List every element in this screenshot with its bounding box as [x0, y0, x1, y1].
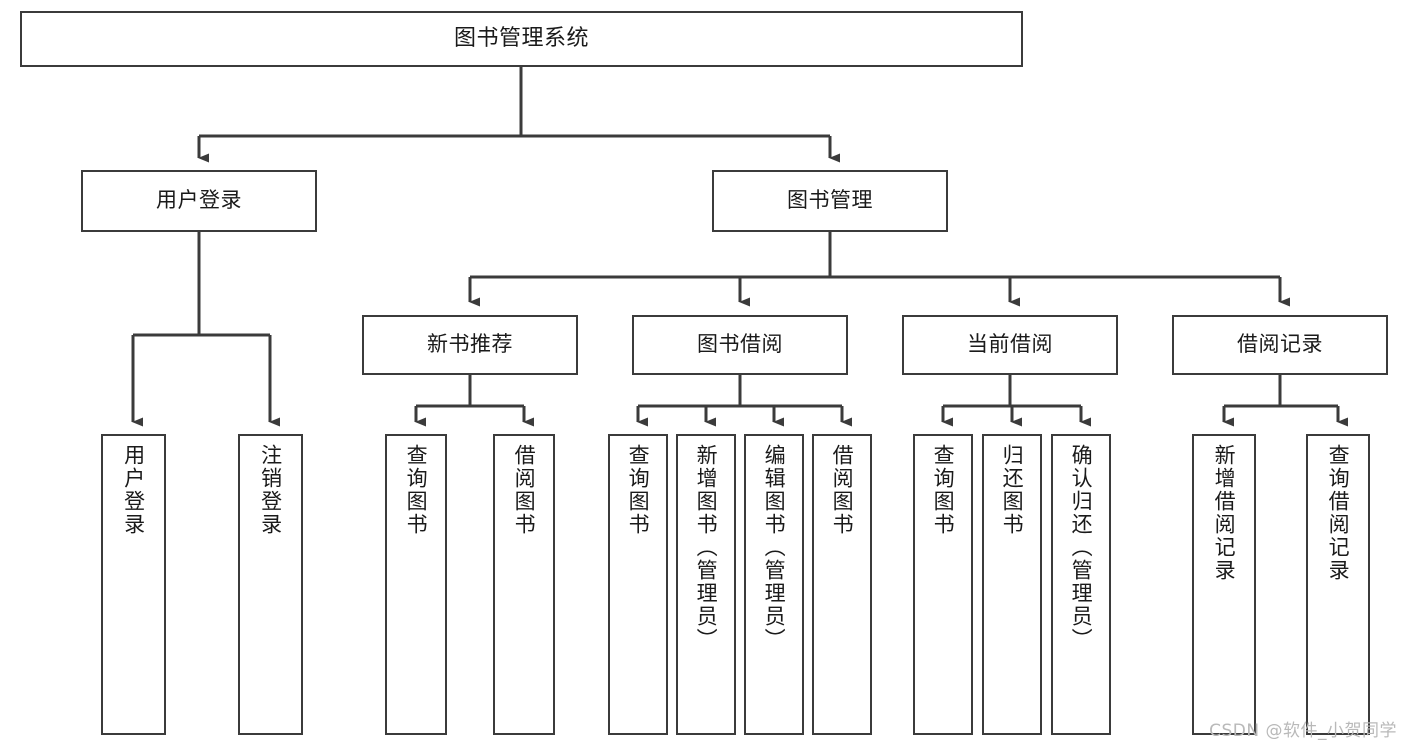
node-leaf-return-book[interactable]: 归还图书 [982, 434, 1042, 735]
node-book-borrow[interactable]: 图书借阅 [632, 315, 848, 375]
node-root-label: 图书管理系统 [453, 25, 589, 51]
node-leaf-query-book-3[interactable]: 查询图书 [913, 434, 973, 735]
node-leaf-return-book-label: 归还图书 [1000, 444, 1025, 536]
node-leaf-query-book-1-label: 查询图书 [404, 444, 429, 536]
node-leaf-query-book-1[interactable]: 查询图书 [385, 434, 447, 735]
node-new-book-recommend-label: 新书推荐 [427, 332, 513, 357]
node-leaf-query-book-2[interactable]: 查询图书 [608, 434, 668, 735]
node-leaf-query-book-3-label: 查询图书 [931, 444, 956, 536]
node-book-borrow-label: 图书借阅 [697, 332, 783, 357]
node-borrow-record[interactable]: 借阅记录 [1172, 315, 1388, 375]
node-leaf-query-record[interactable]: 查询借阅记录 [1306, 434, 1370, 735]
node-leaf-borrow-book-2-label: 借阅图书 [830, 444, 855, 536]
node-leaf-add-record[interactable]: 新增借阅记录 [1192, 434, 1256, 735]
node-leaf-query-record-label: 查询借阅记录 [1326, 444, 1351, 582]
node-leaf-add-book[interactable]: 新增图书（管理员） [676, 434, 736, 735]
node-leaf-borrow-book-2[interactable]: 借阅图书 [812, 434, 872, 735]
node-book-management[interactable]: 图书管理 [712, 170, 948, 232]
node-leaf-user-logout[interactable]: 注销登录 [238, 434, 303, 735]
node-leaf-confirm-return[interactable]: 确认归还（管理员） [1051, 434, 1111, 735]
watermark: CSDN @软件_小贺同学 [1209, 721, 1397, 741]
node-root[interactable]: 图书管理系统 [20, 11, 1023, 67]
node-leaf-edit-book-label: 编辑图书（管理员） [762, 444, 787, 651]
node-leaf-edit-book[interactable]: 编辑图书（管理员） [744, 434, 804, 735]
node-leaf-user-login[interactable]: 用户登录 [101, 434, 166, 735]
node-user-login[interactable]: 用户登录 [81, 170, 317, 232]
node-leaf-borrow-book-1[interactable]: 借阅图书 [493, 434, 555, 735]
node-leaf-user-logout-label: 注销登录 [258, 444, 283, 536]
node-current-borrow[interactable]: 当前借阅 [902, 315, 1118, 375]
node-borrow-record-label: 借阅记录 [1237, 332, 1323, 357]
node-leaf-query-book-2-label: 查询图书 [626, 444, 651, 536]
node-user-login-label: 用户登录 [156, 188, 242, 213]
node-new-book-recommend[interactable]: 新书推荐 [362, 315, 578, 375]
node-leaf-borrow-book-1-label: 借阅图书 [512, 444, 537, 536]
node-leaf-user-login-label: 用户登录 [121, 444, 146, 536]
node-current-borrow-label: 当前借阅 [967, 332, 1053, 357]
node-leaf-add-book-label: 新增图书（管理员） [694, 444, 719, 651]
node-book-management-label: 图书管理 [787, 188, 873, 213]
node-leaf-confirm-return-label: 确认归还（管理员） [1069, 444, 1094, 651]
node-leaf-add-record-label: 新增借阅记录 [1212, 444, 1237, 582]
